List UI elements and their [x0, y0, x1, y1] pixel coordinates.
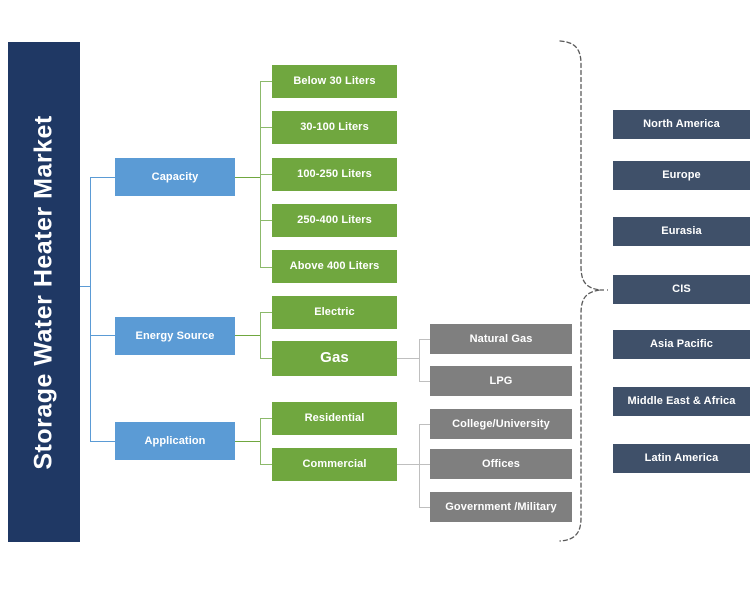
commercial-item-government-military[interactable]: Government /Military [430, 492, 572, 522]
energy-item-gas[interactable]: Gas [272, 341, 397, 376]
commercial-branch-stem [397, 464, 419, 465]
capacity-item-label: 100-250 Liters [297, 168, 372, 181]
commercial-branch-spine [419, 424, 420, 508]
region-north-america[interactable]: North America [613, 110, 750, 139]
application-item-label: Residential [304, 412, 365, 425]
trunk-arm-application [90, 441, 115, 442]
energy-item-electric[interactable]: Electric [272, 296, 397, 329]
energy-item-label: Gas [320, 349, 349, 367]
region-label: North America [643, 118, 720, 131]
gas-branch-spine [419, 339, 420, 381]
segment-capacity-label: Capacity [151, 170, 199, 183]
commercial-item-label: Government /Military [445, 500, 557, 513]
market-title-banner: Storage Water Heater Market [8, 42, 80, 542]
capacity-item-label: Above 400 Liters [289, 260, 380, 273]
capacity-leaf-line-3 [260, 174, 272, 175]
capacity-item-label: 250-400 Liters [297, 214, 372, 227]
region-label: Europe [662, 169, 701, 182]
trunk-stub [80, 286, 90, 287]
segment-capacity[interactable]: Capacity [115, 158, 235, 196]
commercial-leaf-line-2 [419, 464, 430, 465]
region-middle-east-africa[interactable]: Middle East & Africa [613, 387, 750, 416]
application-leaf-line-1 [260, 418, 272, 419]
region-label: Latin America [644, 452, 719, 465]
capacity-item-below-30-liters[interactable]: Below 30 Liters [272, 65, 397, 98]
gas-item-natural-gas[interactable]: Natural Gas [430, 324, 572, 354]
region-europe[interactable]: Europe [613, 161, 750, 190]
application-branch-stem [235, 441, 260, 442]
segment-application-label: Application [144, 434, 206, 447]
energy-branch-spine [260, 312, 261, 358]
capacity-item-30-100-liters[interactable]: 30-100 Liters [272, 111, 397, 144]
trunk-vertical [90, 177, 91, 441]
commercial-item-label: College/University [452, 417, 550, 430]
regions-curly-brace [556, 38, 610, 544]
energy-item-label: Electric [314, 306, 355, 319]
capacity-leaf-line-1 [260, 81, 272, 82]
application-item-commercial[interactable]: Commercial [272, 448, 397, 481]
segment-energy-source[interactable]: Energy Source [115, 317, 235, 355]
region-eurasia[interactable]: Eurasia [613, 217, 750, 246]
application-branch-spine [260, 418, 261, 464]
gas-leaf-line-2 [419, 381, 430, 382]
energy-branch-stem [235, 335, 260, 336]
capacity-item-label: 30-100 Liters [300, 121, 369, 134]
capacity-item-above-400-liters[interactable]: Above 400 Liters [272, 250, 397, 283]
gas-item-lpg[interactable]: LPG [430, 366, 572, 396]
region-cis[interactable]: CIS [613, 275, 750, 304]
region-asia-pacific[interactable]: Asia Pacific [613, 330, 750, 359]
region-label: Eurasia [661, 225, 702, 238]
trunk-arm-capacity [90, 177, 115, 178]
commercial-leaf-line-3 [419, 507, 430, 508]
segment-energy-source-label: Energy Source [135, 329, 215, 342]
trunk-arm-energy [90, 335, 115, 336]
region-label: Middle East & Africa [627, 395, 736, 408]
application-item-residential[interactable]: Residential [272, 402, 397, 435]
capacity-leaf-line-5 [260, 267, 272, 268]
commercial-item-offices[interactable]: Offices [430, 449, 572, 479]
gas-item-label: Natural Gas [469, 332, 533, 345]
capacity-item-label: Below 30 Liters [293, 75, 376, 88]
gas-item-label: LPG [489, 374, 513, 387]
application-item-label: Commercial [302, 458, 367, 471]
region-label: CIS [672, 283, 691, 296]
commercial-leaf-line-1 [419, 424, 430, 425]
capacity-item-100-250-liters[interactable]: 100-250 Liters [272, 158, 397, 191]
region-latin-america[interactable]: Latin America [613, 444, 750, 473]
segment-application[interactable]: Application [115, 422, 235, 460]
capacity-leaf-line-2 [260, 127, 272, 128]
gas-leaf-line-1 [419, 339, 430, 340]
region-label: Asia Pacific [650, 338, 713, 351]
energy-leaf-line-2 [260, 358, 272, 359]
energy-leaf-line-1 [260, 312, 272, 313]
application-leaf-line-2 [260, 464, 272, 465]
gas-branch-stem [397, 358, 419, 359]
capacity-item-250-400-liters[interactable]: 250-400 Liters [272, 204, 397, 237]
capacity-branch-stem [235, 177, 260, 178]
commercial-item-label: Offices [482, 457, 520, 470]
commercial-item-college-university[interactable]: College/University [430, 409, 572, 439]
page-title: Storage Water Heater Market [29, 114, 58, 470]
capacity-leaf-line-4 [260, 220, 272, 221]
